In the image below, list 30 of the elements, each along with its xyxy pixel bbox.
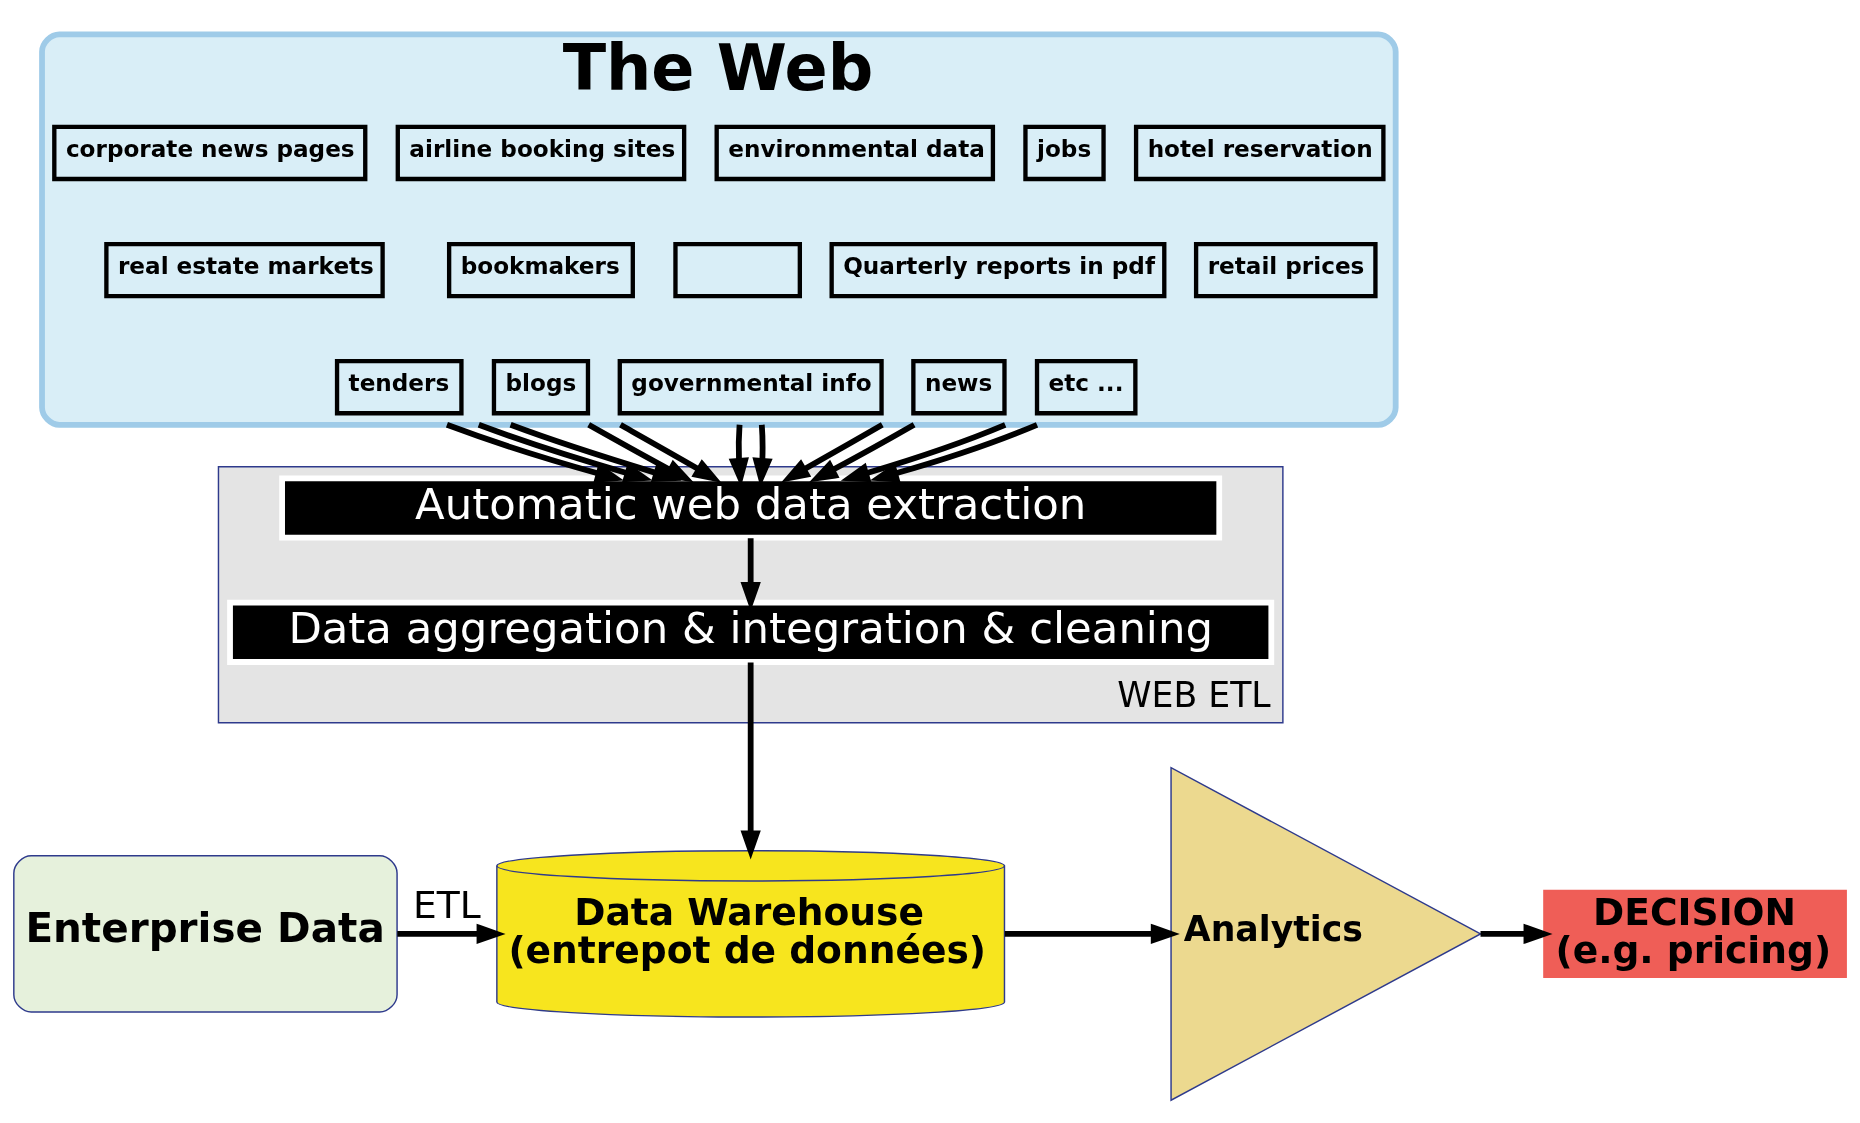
node-box: Automatic web data extraction	[279, 475, 1223, 541]
node-box: news	[911, 359, 1007, 416]
node-box: airline booking sites	[395, 124, 687, 182]
node-box: jobs	[1023, 124, 1106, 182]
node-box: corporate news pages	[52, 124, 368, 182]
arrow	[1004, 923, 1180, 945]
node-box: environmental data	[714, 124, 996, 182]
arrow	[781, 422, 884, 483]
node-box: Enterprise Data	[13, 855, 398, 1013]
node-box: tenders	[334, 359, 464, 416]
node-box: DECISION (e.g. pricing)	[1543, 889, 1847, 978]
arrow	[397, 923, 506, 945]
arrow	[840, 422, 1007, 483]
edge-label: ETL	[413, 882, 481, 927]
arrow	[1480, 923, 1553, 945]
node-box: blogs	[491, 359, 591, 416]
arrow	[869, 422, 1039, 483]
arrow	[477, 422, 653, 483]
arrow	[740, 662, 761, 860]
node-box: retail prices	[1193, 241, 1378, 299]
node-box: Quarterly reports in pdf	[829, 241, 1167, 299]
node-box: bookmakers	[446, 241, 635, 299]
node-box: real estate markets	[104, 241, 385, 299]
node-box: governmental info	[617, 359, 884, 416]
arrow	[809, 422, 916, 483]
node-box: hotel reservation	[1133, 124, 1386, 182]
node-box	[673, 241, 802, 299]
node-box: etc ...	[1034, 359, 1138, 416]
arrow	[445, 422, 624, 483]
node-box: Data aggregation & integration & cleaning	[227, 599, 1275, 665]
